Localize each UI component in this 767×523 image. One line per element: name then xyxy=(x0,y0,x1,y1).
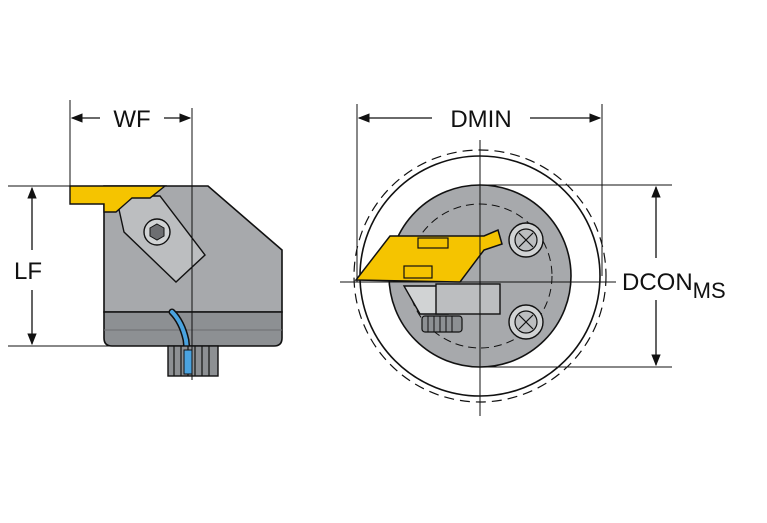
hex-socket-icon xyxy=(149,223,165,241)
dmin-label: DMIN xyxy=(450,106,511,133)
holder-collar xyxy=(103,311,283,347)
coupling-knurl xyxy=(167,345,219,377)
side-view: WF LF xyxy=(8,100,283,380)
front-view: DMIN DCONMS xyxy=(340,104,726,416)
wf-label: WF xyxy=(113,106,150,133)
dcon-main: DCON xyxy=(622,269,693,296)
insert-front xyxy=(354,228,503,283)
mounting-screw-icon xyxy=(508,222,544,258)
dcon-label: DCONMS xyxy=(622,269,726,303)
lf-label: LF xyxy=(14,258,42,285)
dcon-subscript: MS xyxy=(693,278,726,303)
mounting-screw-icon xyxy=(508,304,544,340)
insert-side xyxy=(69,185,167,213)
